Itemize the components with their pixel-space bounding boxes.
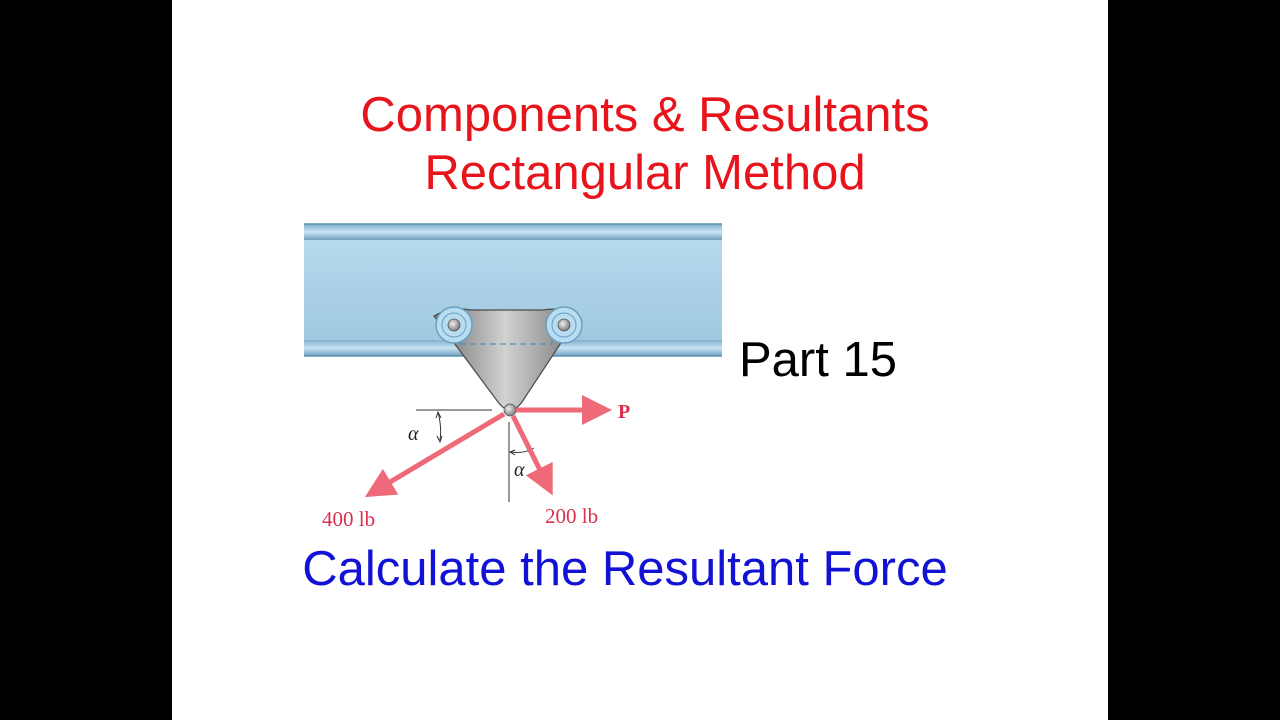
slide: Components & Resultants Rectangular Meth… xyxy=(172,0,1108,720)
force-400-label: 400 lb xyxy=(322,507,375,531)
gusset-plate xyxy=(433,306,583,417)
angle-arc-right xyxy=(510,447,535,453)
beam-top-flange xyxy=(304,224,722,240)
force-200-arrow xyxy=(510,414,553,496)
force-p-label: P xyxy=(618,401,630,423)
title-line-1: Components & Resultants xyxy=(360,88,930,142)
beam-bracket-diagram: P 400 lb 200 lb α α xyxy=(304,223,722,531)
slide-subtitle: Calculate the Resultant Force xyxy=(302,542,948,596)
angle-label-right: α xyxy=(514,459,525,481)
title-line-2: Rectangular Method xyxy=(424,146,866,200)
angle-arc-left xyxy=(437,411,442,441)
load-pin xyxy=(503,403,517,417)
part-label: Part 15 xyxy=(739,333,897,387)
force-400-arrow xyxy=(364,411,506,498)
slide-title: Components & Resultants Rectangular Meth… xyxy=(172,86,1108,202)
angle-label-left: α xyxy=(408,423,419,445)
force-200-label: 200 lb xyxy=(545,504,598,528)
